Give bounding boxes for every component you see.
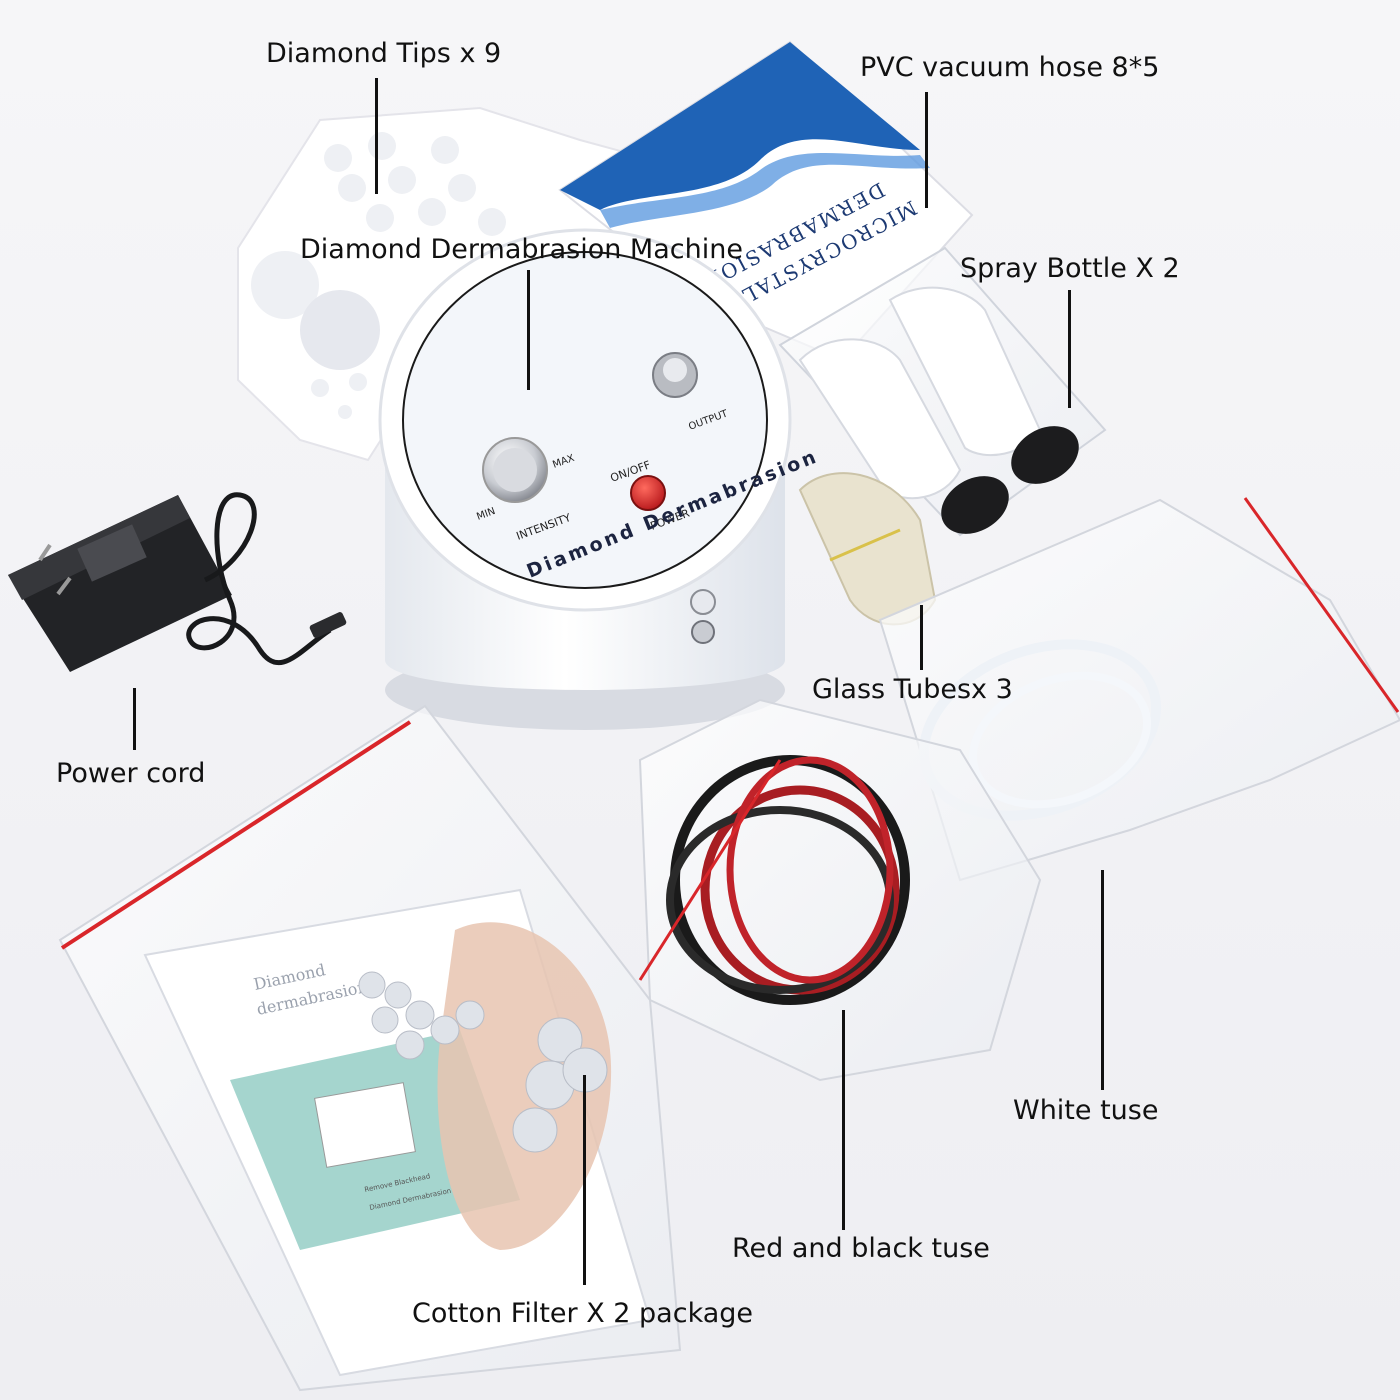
- label-pvc-hose: PVC vacuum hose 8*5: [860, 52, 1160, 83]
- label-spray-bottle: Spray Bottle X 2: [960, 253, 1180, 284]
- leader-cotton-filter: [583, 1075, 586, 1285]
- spray-bottles: [778, 246, 1107, 537]
- dermabrasion-machine: MIN MAX INTENSITY ON/OFF POWER OUTPUT Di…: [378, 228, 822, 730]
- product-box: MICROCRYSTAL DERMABRASION: [558, 40, 974, 362]
- leader-power-cord: [133, 688, 136, 750]
- label-red-black-tuse: Red and black tuse: [732, 1233, 990, 1264]
- leader-machine: [527, 270, 530, 390]
- power-adapter: [8, 492, 347, 672]
- cotton-filter-bag: Diamond dermabrasion Remove Blackhead Di…: [58, 704, 682, 1392]
- label-white-tuse: White tuse: [1013, 1095, 1159, 1126]
- leader-white-tuse: [1101, 870, 1104, 1090]
- leader-red-black-tuse: [842, 1010, 845, 1230]
- label-machine: Diamond Dermabrasion Machine: [300, 234, 743, 265]
- label-glass-tubes: Glass Tubesx 3: [812, 674, 1013, 705]
- leader-pvc-hose: [925, 92, 928, 208]
- glass-tubes: [798, 472, 937, 626]
- leader-diamond-tips: [375, 78, 378, 194]
- red-black-tube-bag: [638, 698, 1042, 1082]
- label-cotton-filter: Cotton Filter X 2 package: [412, 1298, 754, 1329]
- leader-spray-bottle: [1068, 290, 1071, 408]
- leader-glass-tubes: [920, 605, 923, 670]
- white-tube-bag: [878, 497, 1400, 882]
- label-power-cord: Power cord: [56, 758, 206, 789]
- label-diamond-tips: Diamond Tips x 9: [266, 38, 502, 69]
